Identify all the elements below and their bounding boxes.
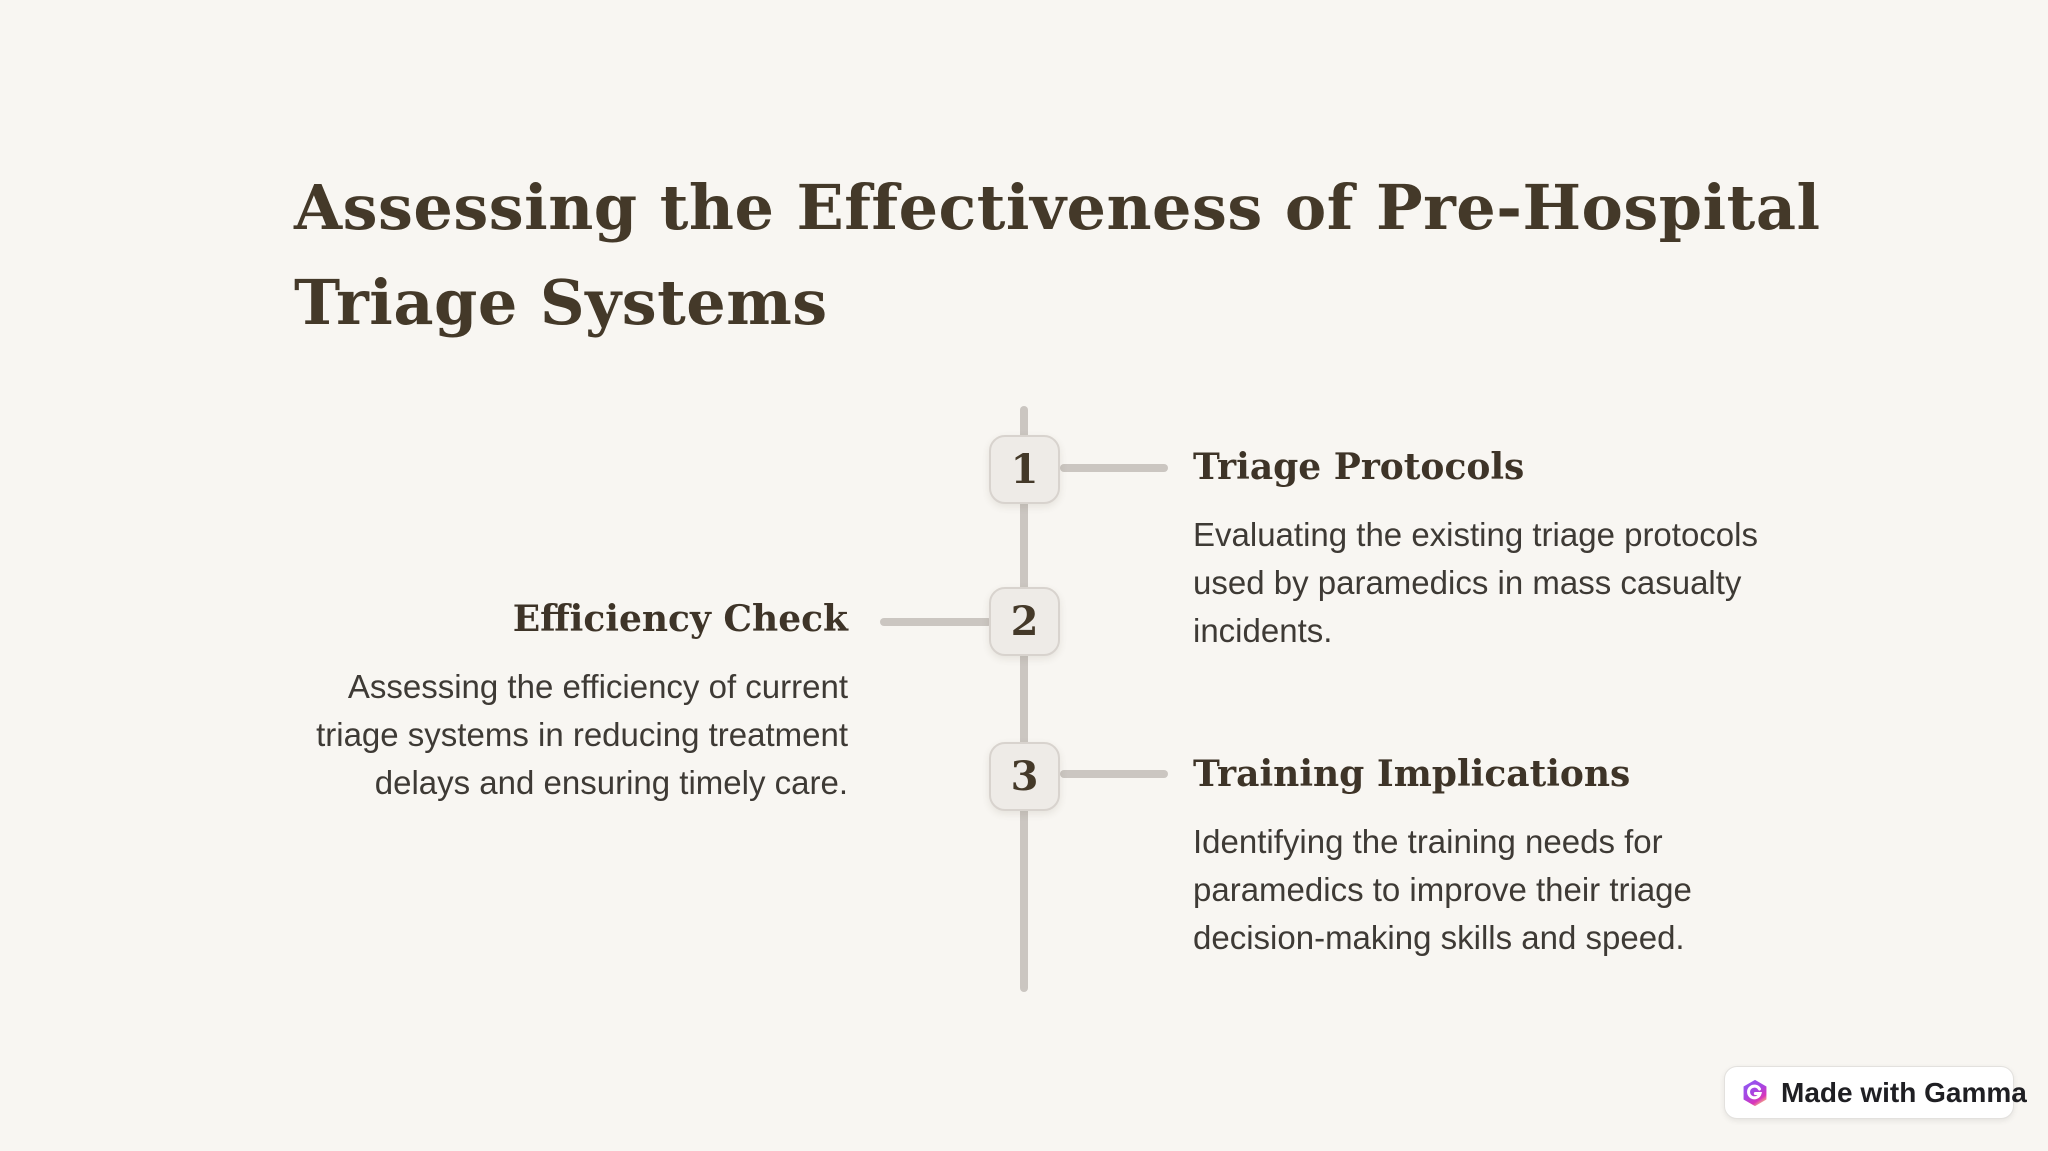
made-with-gamma-badge[interactable]: Made with Gamma [1724, 1066, 2027, 1119]
timeline-connector-1 [1060, 464, 1168, 472]
page-title-line-1: Assessing the Effectiveness of Pre-Hospi… [294, 171, 1821, 244]
timeline-connector-2 [880, 618, 992, 626]
timeline-step-badge-1: 1 [989, 435, 1060, 504]
item-title-efficiency-check: Efficiency Check [512, 598, 848, 640]
step-number: 1 [1010, 446, 1039, 493]
timeline-line [1020, 406, 1028, 992]
timeline-step-badge-2: 2 [989, 587, 1060, 656]
page-title-line-2: Triage Systems [294, 266, 828, 339]
timeline-connector-3 [1060, 770, 1168, 778]
step-number: 2 [1010, 598, 1039, 645]
item-description-efficiency-check: Assessing the efficiency of current tria… [316, 668, 848, 801]
item-title-triage-protocols: Triage Protocols [1193, 446, 1525, 488]
item-description-triage-protocols: Evaluating the existing triage protocols… [1193, 516, 1758, 649]
made-with-gamma-label: Made with Gamma [1781, 1076, 2027, 1108]
item-description-training-implications: Identifying the training needs for param… [1193, 823, 1692, 956]
timeline-step-badge-3: 3 [989, 742, 1060, 811]
step-number: 3 [1010, 753, 1039, 800]
page-title: Assessing the Effectiveness of Pre-Hospi… [294, 160, 1821, 350]
gamma-logo-icon [1743, 1079, 1767, 1106]
item-title-training-implications: Training Implications [1193, 753, 1631, 795]
